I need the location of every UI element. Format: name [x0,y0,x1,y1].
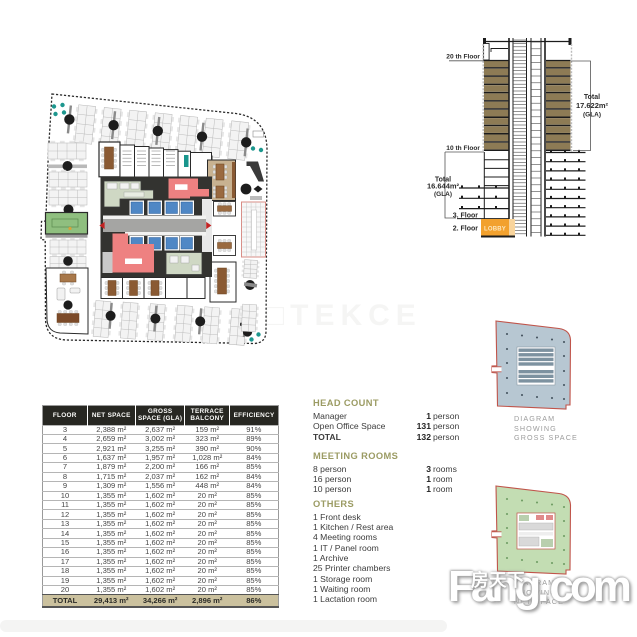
svg-text:3. Floor: 3. Floor [453,213,479,220]
svg-text:2. Floor: 2. Floor [453,226,479,233]
svg-text:17.622m²: 17.622m² [576,101,609,110]
svg-text:Total: Total [584,94,600,101]
svg-text:(GLA): (GLA) [583,112,601,119]
svg-text:16.644m²: 16.644m² [427,182,460,191]
svg-text:Total: Total [435,177,451,184]
svg-text:(GLA): (GLA) [434,191,452,198]
svg-text:20 th Floor: 20 th Floor [446,54,480,61]
svg-text:LOBBY: LOBBY [484,227,506,233]
svg-text:10 th Floor: 10 th Floor [446,145,480,152]
